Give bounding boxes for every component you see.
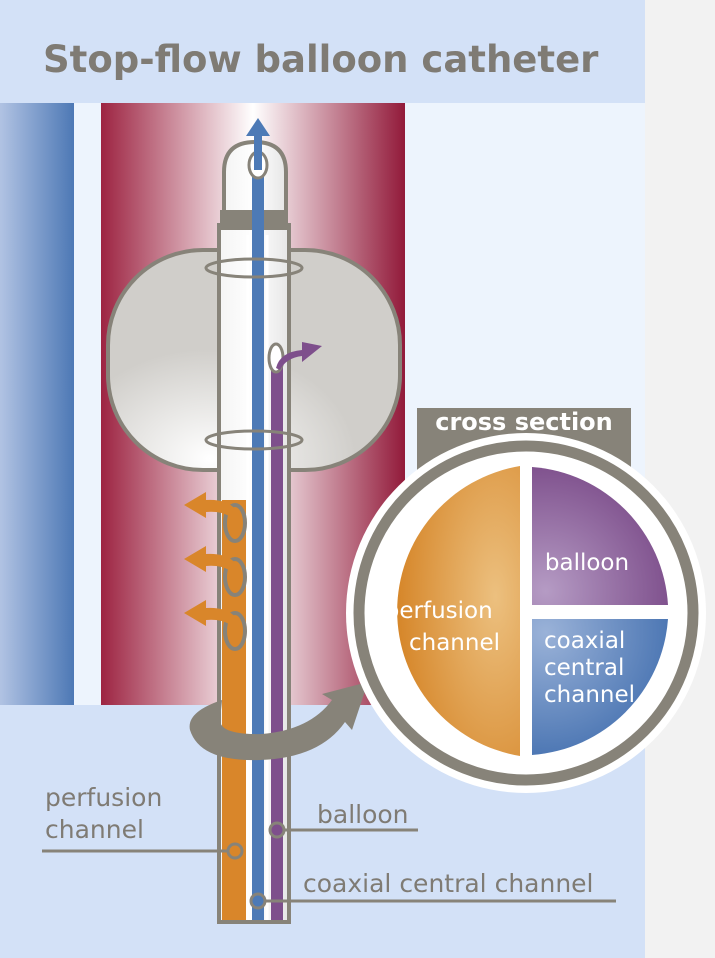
balloon-label: balloon — [317, 800, 409, 829]
cross-section: perfusion channel balloon coaxial centra… — [346, 408, 706, 793]
cross-section-coaxial-segment — [532, 619, 668, 755]
balloon-ring-bottom — [204, 429, 304, 451]
balloon-lumen — [271, 352, 283, 920]
perfusion-marker — [226, 842, 244, 860]
vein-vessel — [0, 103, 74, 705]
diagram-title: Stop-flow balloon catheter — [43, 38, 599, 81]
coaxial-central-channel-label: coaxial central channel — [303, 869, 594, 898]
cross-section-perfusion-segment — [397, 466, 520, 756]
perfusion-outflow-arrows-icon — [184, 492, 247, 651]
perfusion-channel-label: perfusion channel — [45, 783, 170, 844]
balloon-marker — [268, 821, 286, 839]
cross-section-balloon-label: balloon — [545, 550, 629, 576]
coaxial-flow-arrow-icon — [246, 118, 270, 180]
cross-section-perfusion-label: perfusion channel — [385, 598, 500, 656]
coaxial-lumen — [252, 172, 264, 920]
cross-section-coaxial-label: coaxial central channel — [544, 628, 635, 708]
balloon-ring-top — [204, 257, 304, 279]
coaxial-marker — [249, 892, 267, 910]
section-arrow-icon — [189, 682, 368, 761]
cross-section-balloon-segment — [532, 467, 668, 605]
cross-section-heading: cross section — [435, 408, 613, 436]
balloon-inflation-arrow-icon — [267, 342, 322, 374]
